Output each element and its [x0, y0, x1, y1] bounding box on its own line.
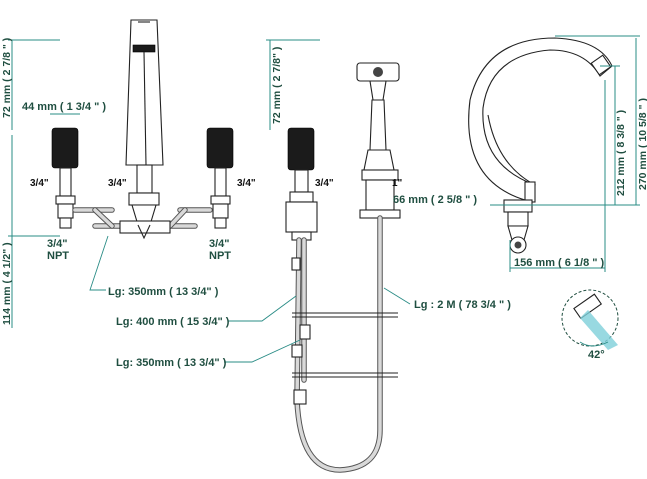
height-212-label: 212 mm ( 8 3/8 " ) [615, 110, 627, 196]
hand-shower [356, 62, 401, 219]
right-handle-connection-label: 3/4" [237, 178, 256, 189]
height-270-label: 270 mm ( 10 5/8 " ) [637, 98, 647, 190]
handshower-assembly: 72 mm ( 2 7/8" ) 3/4" 1" [116, 39, 511, 473]
handshower-connection-label: 1" [392, 178, 403, 189]
handshower-hoses [291, 215, 383, 473]
widespread-faucet-assembly: 72 mm ( 2 7/8 " ) 44 mm ( 1 3/4 " ) 114 … [1, 19, 256, 328]
diverter-connection-label: 3/4" [315, 178, 334, 189]
width-156-label: 156 mm ( 6 1/8 " ) [514, 257, 605, 269]
diverter-handle [285, 127, 318, 241]
center-spout [125, 19, 164, 226]
hose-length-350-label-a: Lg: 350mm ( 13 3/4" ) [108, 286, 219, 298]
height-114-label: 114 mm ( 4 1/2" ) [1, 242, 13, 325]
left-handle-connection-label: 3/4" [30, 178, 49, 189]
spout-connection-label: 3/4" [108, 178, 127, 189]
left-npt-label: 3/4" [47, 238, 68, 250]
connector-pipes [72, 207, 213, 240]
spout-side-view: 66 mm ( 2 5/8 " ) 212 mm ( 8 3/8 " ) 270… [393, 35, 647, 272]
left-npt-sub-label: NPT [47, 250, 69, 262]
middle-height-72-label: 72 mm ( 2 7/8" ) [271, 47, 283, 124]
spray-angle-label: 42° [588, 349, 605, 361]
right-npt-label: 3/4" [209, 238, 230, 250]
spray-angle-detail: 42° [561, 289, 619, 361]
width-44-label: 44 mm ( 1 3/4 " ) [22, 101, 106, 113]
reach-66-label: 66 mm ( 2 5/8 " ) [393, 194, 477, 206]
right-handle [206, 127, 234, 229]
right-npt-sub-label: NPT [209, 250, 231, 262]
left-height-72-label: 72 mm ( 2 7/8 " ) [1, 38, 13, 118]
hose-length-400-label: Lg: 400 mm ( 15 3/4" ) [116, 316, 230, 328]
left-handle [51, 127, 79, 229]
hose-length-350-label-b: Lg: 350mm ( 13 3/4" ) [116, 357, 227, 369]
hose-length-2m-label: Lg : 2 M ( 78 3/4 " ) [414, 299, 511, 311]
